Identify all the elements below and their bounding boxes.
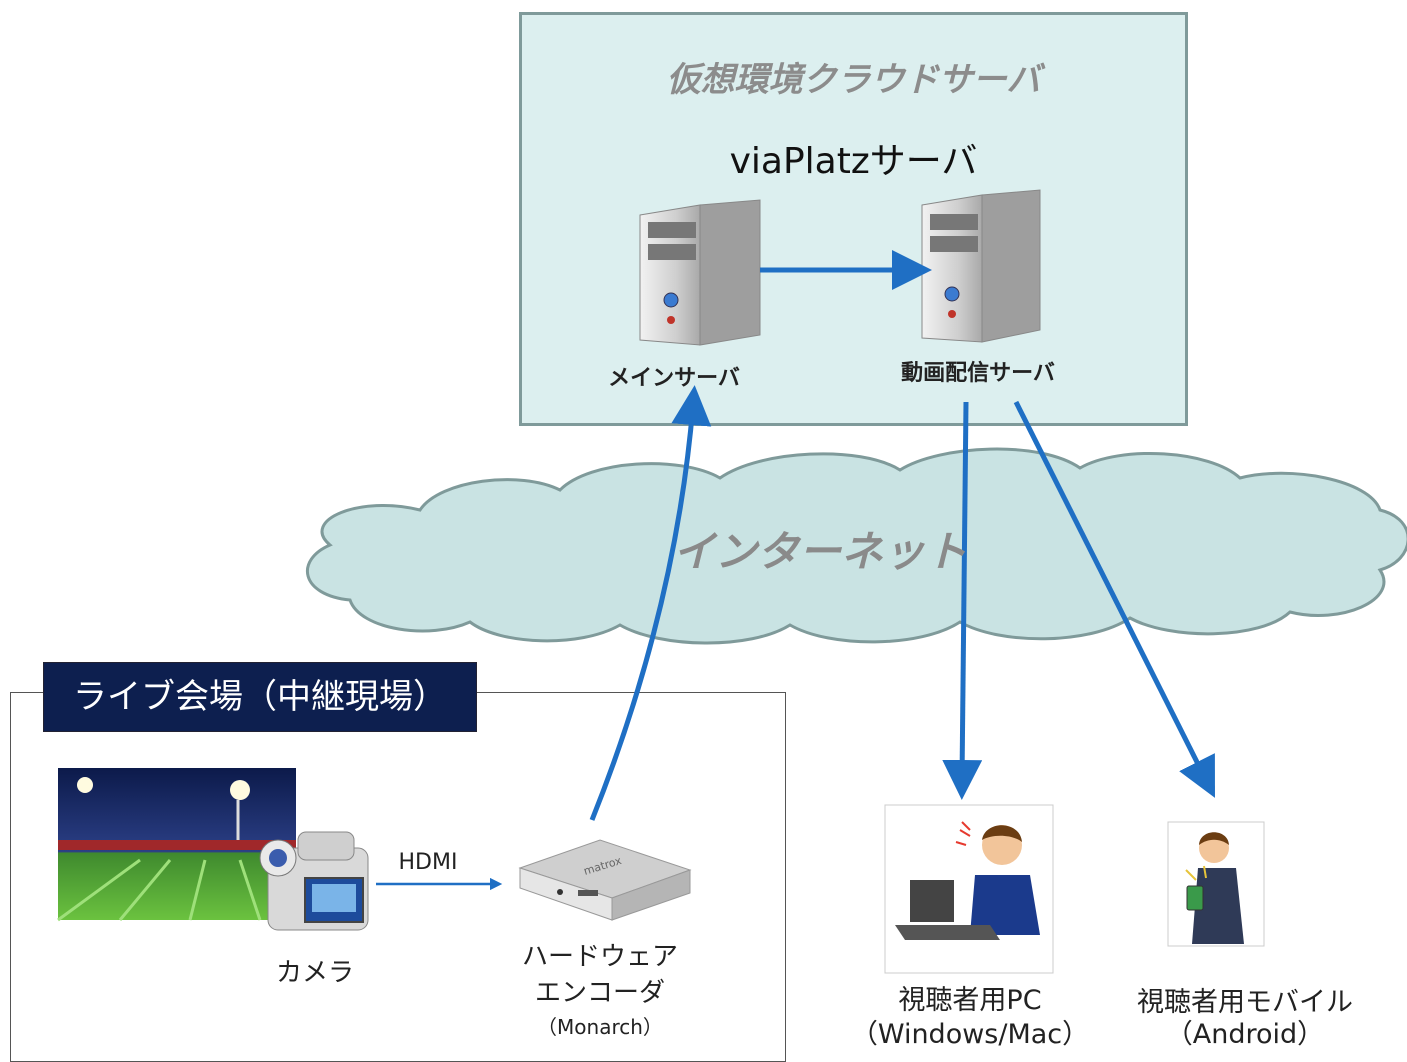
cloud-panel-title: 仮想環境クラウドサーバ xyxy=(666,60,1041,100)
virtual-cloud-server-panel xyxy=(519,12,1188,426)
viewer-pc-illustration xyxy=(884,804,1054,974)
camera-icon xyxy=(259,831,369,931)
streaming-server-label: 動画配信サーバ xyxy=(901,361,1055,386)
viewer-pc-os-label: （Windows/Mac） xyxy=(850,1019,1090,1050)
main-server-icon xyxy=(639,199,761,346)
encoder-label-line1: ハードウェア xyxy=(521,942,678,972)
stadium-image xyxy=(57,768,296,922)
internet-label: インターネット xyxy=(673,527,967,576)
hdmi-label: HDMI xyxy=(398,850,458,875)
viewer-pc-label: 視聴者用PC xyxy=(898,985,1042,1016)
viewer-mobile-os-label: （Android） xyxy=(1165,1019,1325,1050)
internet-cloud xyxy=(305,447,1407,645)
hardware-encoder-icon: matrox xyxy=(518,839,692,921)
venue-title: ライブ会場（中継現場） xyxy=(43,662,477,732)
encoder-to-main-arrow xyxy=(589,385,712,821)
streaming-server-icon xyxy=(921,189,1041,343)
encoder-model-label: （Monarch） xyxy=(537,1015,663,1039)
viewer-mobile-illustration xyxy=(1167,821,1265,947)
encoder-label-line2: エンコーダ xyxy=(534,978,665,1008)
streaming-to-pc-arrow xyxy=(942,401,983,800)
streaming-to-mobile-arrow xyxy=(1013,400,1215,798)
camera-label: カメラ xyxy=(275,958,354,988)
platform-label: viaPlatzサーバ xyxy=(729,141,978,182)
viewer-mobile-label: 視聴者用モバイル xyxy=(1137,987,1353,1018)
